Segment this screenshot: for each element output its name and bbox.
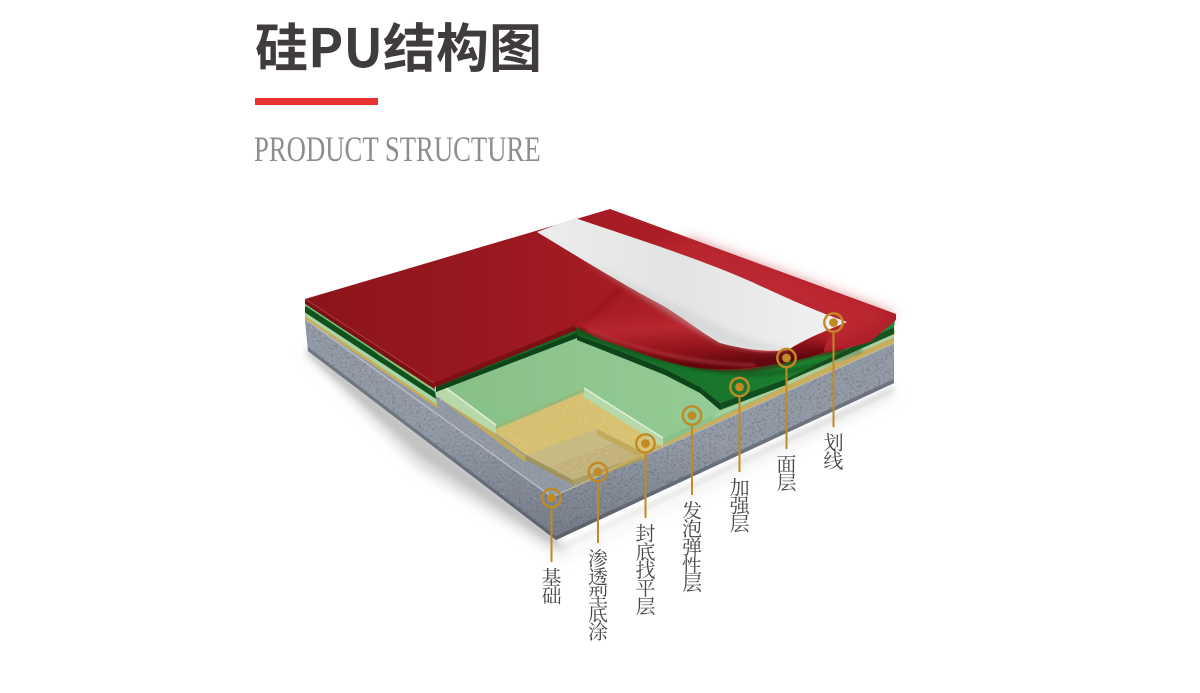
svg-text:PRODUCT STRUCTURE: PRODUCT STRUCTURE	[254, 129, 541, 169]
